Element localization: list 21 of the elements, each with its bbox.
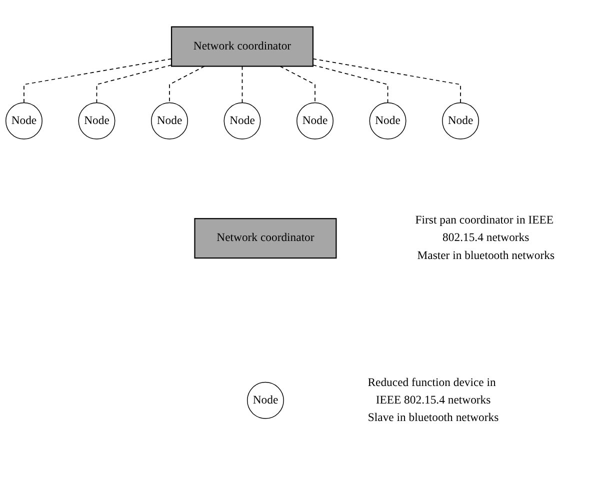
node-circle: Node xyxy=(151,102,188,140)
connector xyxy=(24,58,172,104)
node-box: Network coordinator xyxy=(170,26,314,67)
connector xyxy=(280,66,316,104)
node-circle: Node xyxy=(78,102,116,140)
node-circle: Node xyxy=(369,102,406,140)
connector xyxy=(169,66,205,104)
node-box: Network coordinator xyxy=(194,218,337,259)
node-circle: Node xyxy=(296,102,334,140)
node-circle: Node xyxy=(246,382,284,419)
node-circle: Node xyxy=(442,102,480,140)
connector xyxy=(96,64,172,104)
node-label: Reduced function device in IEEE 802.15.4 networks xyxy=(368,376,496,406)
node-circle: Node xyxy=(224,102,261,140)
connector xyxy=(312,64,388,104)
node-label: First pan coordinator in IEEE 802.15.4 networks xyxy=(415,214,554,244)
node-label: Master in bluetooth networks xyxy=(417,249,554,262)
connector xyxy=(312,58,461,104)
connector xyxy=(242,66,243,104)
node-label: Slave in bluetooth networks xyxy=(368,411,499,424)
node-circle: Node xyxy=(5,102,42,140)
